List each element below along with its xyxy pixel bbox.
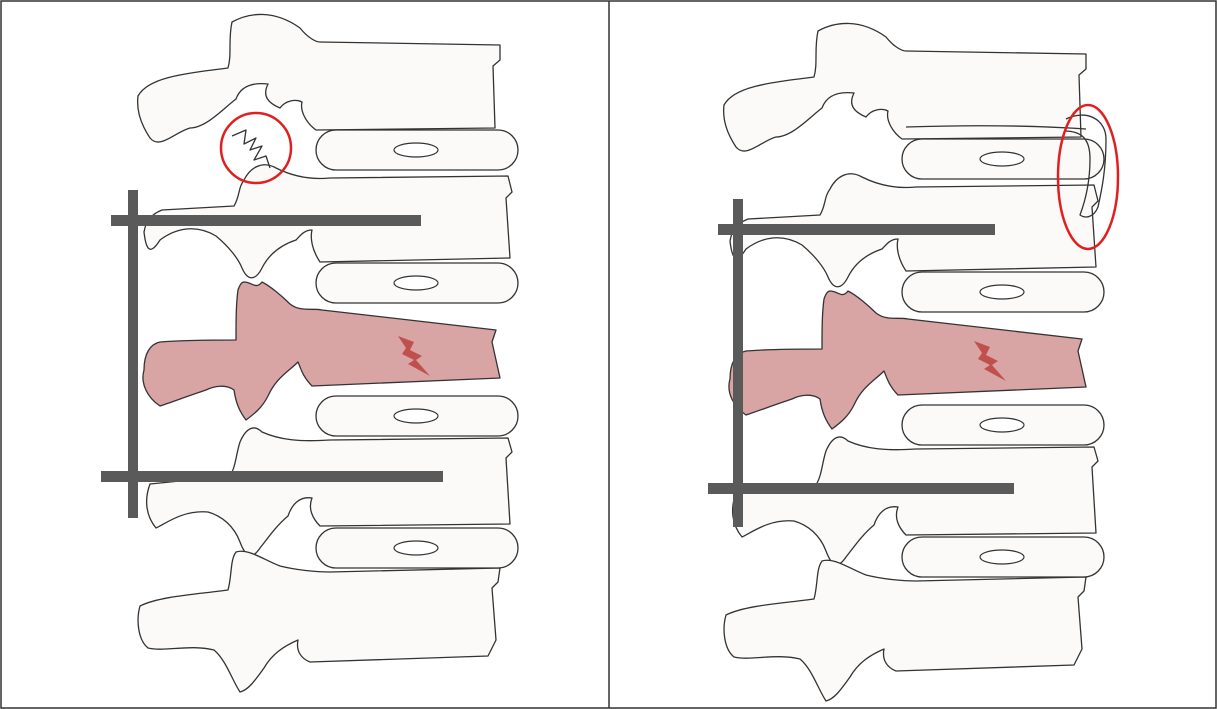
lower-pedicle-screw bbox=[708, 483, 1014, 494]
right-panel bbox=[708, 23, 1118, 701]
posterior-rod bbox=[128, 190, 138, 518]
facet-fracture-crack bbox=[232, 130, 270, 168]
vertebra-5 bbox=[138, 551, 500, 692]
intervertebral-disc-2 bbox=[902, 272, 1104, 312]
intervertebral-disc-3 bbox=[902, 405, 1104, 445]
vertebra-5 bbox=[724, 560, 1086, 701]
left-panel bbox=[101, 14, 518, 692]
vertebra-1 bbox=[724, 23, 1086, 151]
intervertebral-disc-3 bbox=[316, 396, 518, 436]
lower-pedicle-screw bbox=[101, 471, 443, 482]
intervertebral-disc-2 bbox=[316, 263, 518, 303]
vertebra-1 bbox=[138, 14, 500, 142]
intervertebral-disc-1 bbox=[316, 130, 518, 170]
intervertebral-disc-1 bbox=[902, 139, 1104, 179]
posterior-rod bbox=[733, 199, 743, 527]
intervertebral-disc-4 bbox=[316, 528, 518, 568]
upper-pedicle-screw bbox=[718, 224, 995, 235]
intervertebral-disc-4 bbox=[902, 537, 1104, 577]
upper-pedicle-screw bbox=[111, 215, 421, 226]
